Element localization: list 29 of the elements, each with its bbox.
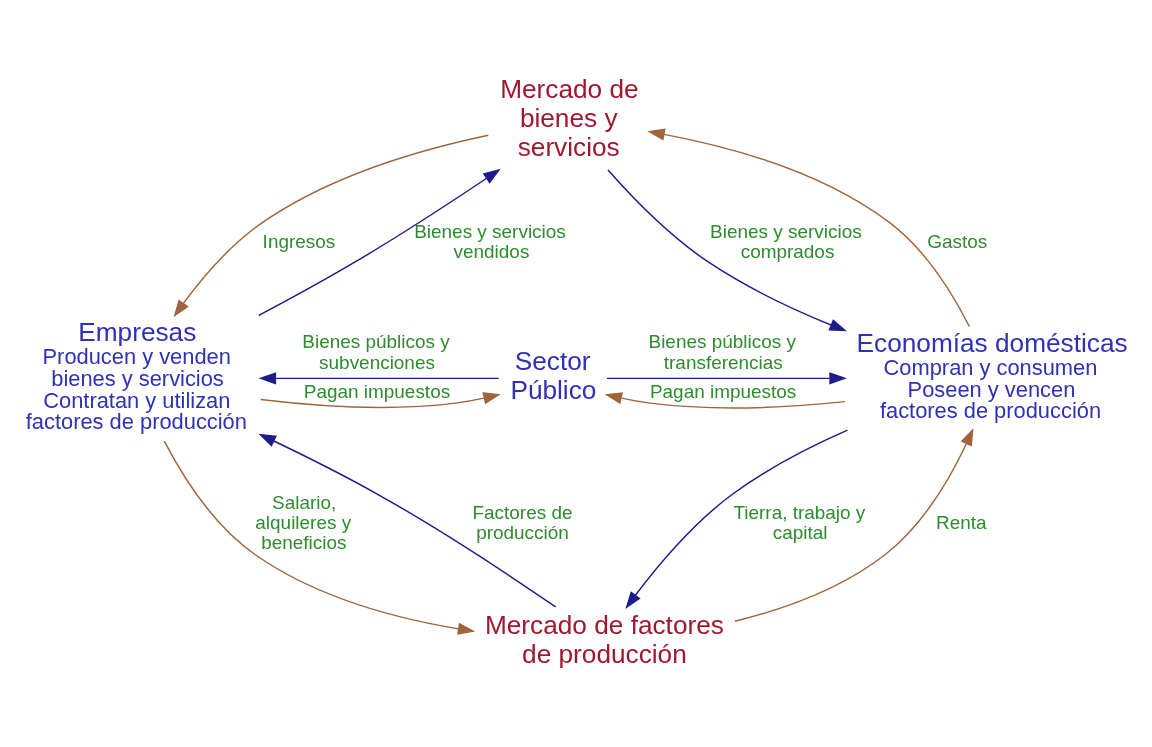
edge-label: Bienes públicos y transferencias bbox=[648, 330, 796, 373]
arrow bbox=[259, 391, 501, 408]
arrow bbox=[173, 134, 490, 317]
edge-label: Renta bbox=[936, 511, 987, 533]
arrow bbox=[258, 371, 500, 384]
node-text: Mercado de factores de producción bbox=[484, 609, 724, 669]
edge-label: Pagan impuestos bbox=[303, 380, 451, 402]
edge-label: Salario, alquileres y beneficios bbox=[255, 491, 352, 553]
node-text: Sector Público bbox=[510, 345, 597, 405]
edge-label: Ingresos bbox=[262, 230, 336, 252]
node-text: Economías domésticas Compran y consumen Poseen y vencen factores de producción bbox=[856, 327, 1128, 423]
node-text: Mercado de bienes y servicios bbox=[500, 73, 639, 162]
edge-label: Factores de producción bbox=[472, 501, 573, 543]
arrow bbox=[734, 427, 974, 622]
edge-label: Pagan impuestos bbox=[649, 380, 797, 402]
node-text: Empresas Producen y venden bienes y servicios Contratan y utilizan factores de producción bbox=[25, 316, 247, 434]
edge-label: Gastos bbox=[927, 230, 988, 252]
edge-label: Bienes y servicios vendidos bbox=[414, 220, 566, 262]
edge-label: Bienes y servicios comprados bbox=[710, 220, 862, 262]
arrow bbox=[607, 168, 847, 331]
arrow bbox=[258, 433, 557, 608]
edge-label: Tierra, trabajo y capital bbox=[733, 501, 866, 543]
edge-label: Bienes públicos y subvenciones bbox=[302, 330, 450, 373]
arrow bbox=[606, 371, 847, 384]
arrow bbox=[258, 168, 501, 316]
arrow bbox=[647, 127, 971, 327]
arrow bbox=[604, 391, 846, 409]
arrow bbox=[625, 428, 849, 609]
arrow bbox=[163, 439, 476, 635]
